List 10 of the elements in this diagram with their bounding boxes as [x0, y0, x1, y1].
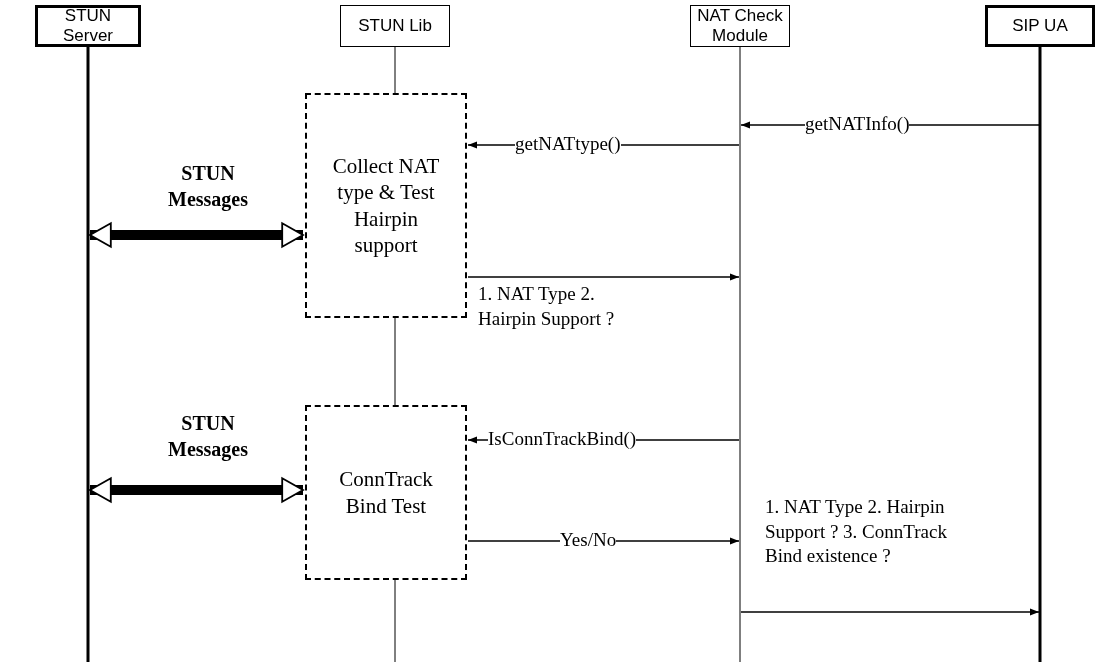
- activation-box: Collect NAT type & Test Hairpin support: [305, 93, 467, 318]
- lifeline-header: STUN Lib: [340, 5, 450, 47]
- lifeline-header: NAT Check Module: [690, 5, 790, 47]
- lifeline-header: SIP UA: [985, 5, 1095, 47]
- lifeline-header: STUN Server: [35, 5, 141, 47]
- message-arrow: [467, 273, 740, 281]
- activation-box: ConnTrack Bind Test: [305, 405, 467, 580]
- double-arrow: [89, 222, 304, 248]
- message-arrow: [740, 608, 1040, 616]
- double-arrow: [89, 477, 304, 503]
